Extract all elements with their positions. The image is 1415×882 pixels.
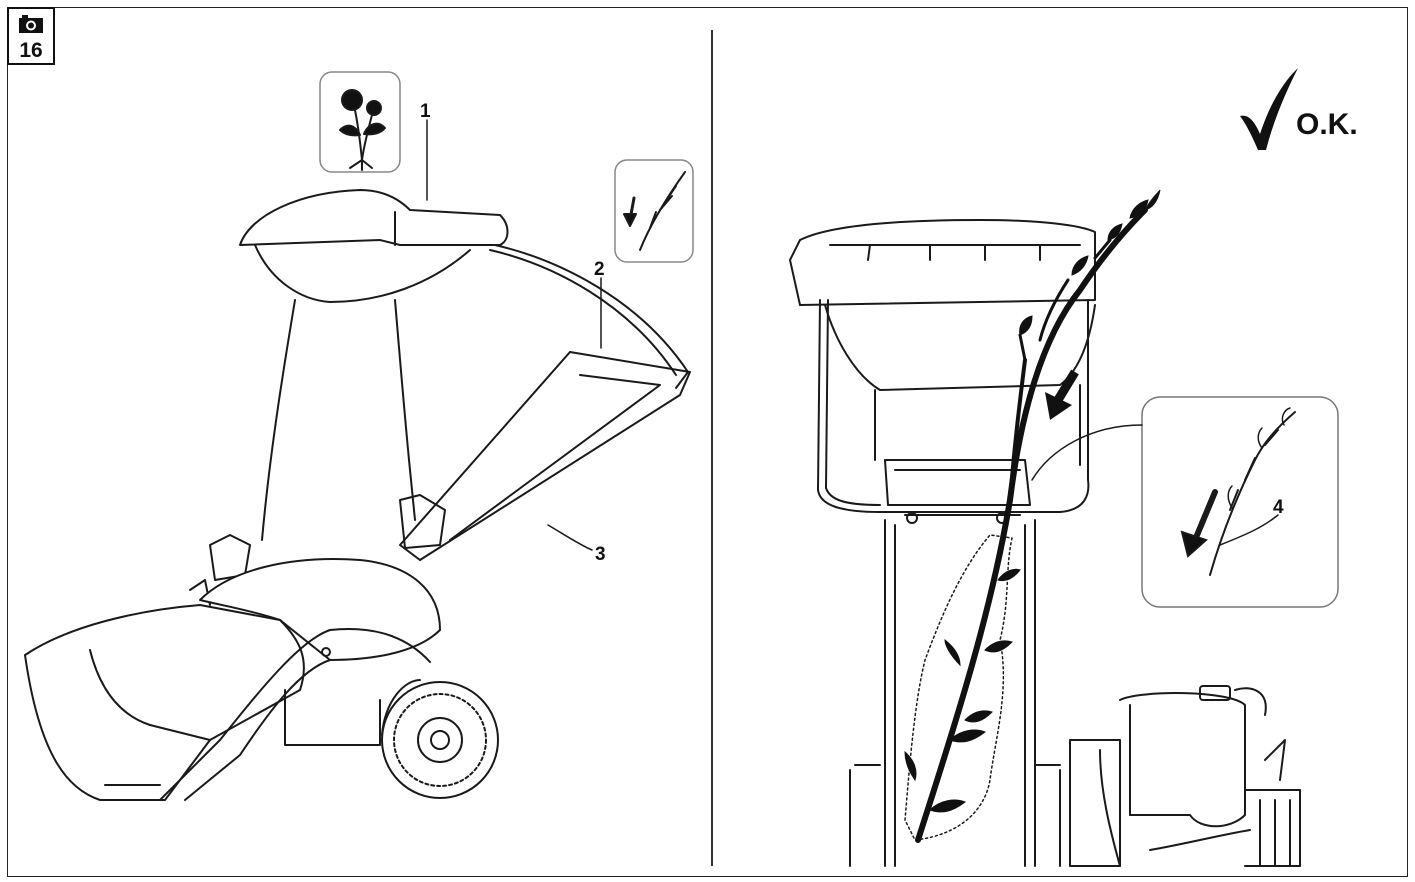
feed-direction-arrow	[1045, 369, 1079, 420]
panel-divider	[711, 30, 713, 866]
figure-badge: 16	[7, 7, 55, 65]
callout-2: 2	[594, 259, 605, 280]
branch-feed-icon	[614, 159, 694, 263]
branch-illustration	[904, 189, 1161, 843]
check-mark-icon	[1240, 68, 1298, 150]
callout-1: 1	[420, 101, 431, 122]
ok-mark: O.K.	[1236, 64, 1396, 154]
callout-4: 4	[1273, 497, 1284, 518]
figure-number: 16	[19, 39, 43, 62]
branch-feed-icon	[1031, 396, 1339, 608]
callout-3: 3	[595, 544, 606, 565]
flower-plant-icon	[319, 71, 401, 173]
page-frame	[7, 7, 1408, 877]
ok-label: O.K.	[1296, 108, 1358, 141]
camera-icon	[19, 15, 43, 33]
